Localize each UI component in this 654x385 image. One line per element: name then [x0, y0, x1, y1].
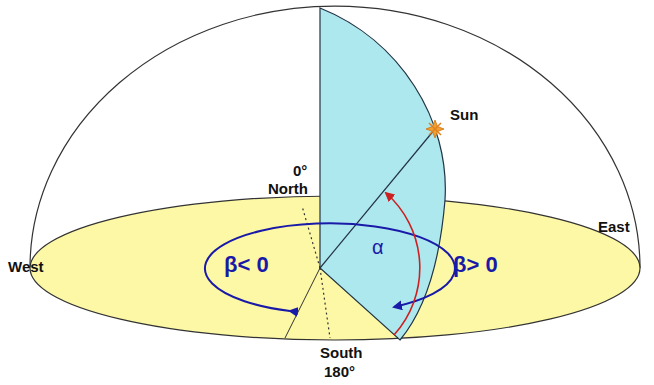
south-direction-line: [320, 268, 330, 338]
altitude-angle-label: α: [372, 236, 384, 258]
azimuth-arc: [205, 223, 455, 311]
north-direction-line: [302, 206, 320, 268]
north-label: North: [268, 180, 308, 198]
sun-star: [426, 120, 444, 138]
sun-label: Sun: [450, 106, 478, 124]
west-label: West: [8, 258, 44, 276]
south-degree-label: 180°: [324, 363, 355, 381]
south-label: South: [320, 344, 363, 362]
east-label: East: [598, 218, 630, 236]
north-degree-label: 0°: [293, 162, 307, 180]
negative-azimuth-label: β< 0: [224, 252, 269, 278]
ground-ray-line: [285, 268, 320, 338]
altitude-arc: [386, 193, 420, 335]
positive-azimuth-label: β> 0: [453, 252, 498, 278]
vertical-sun-plane: [320, 8, 445, 340]
